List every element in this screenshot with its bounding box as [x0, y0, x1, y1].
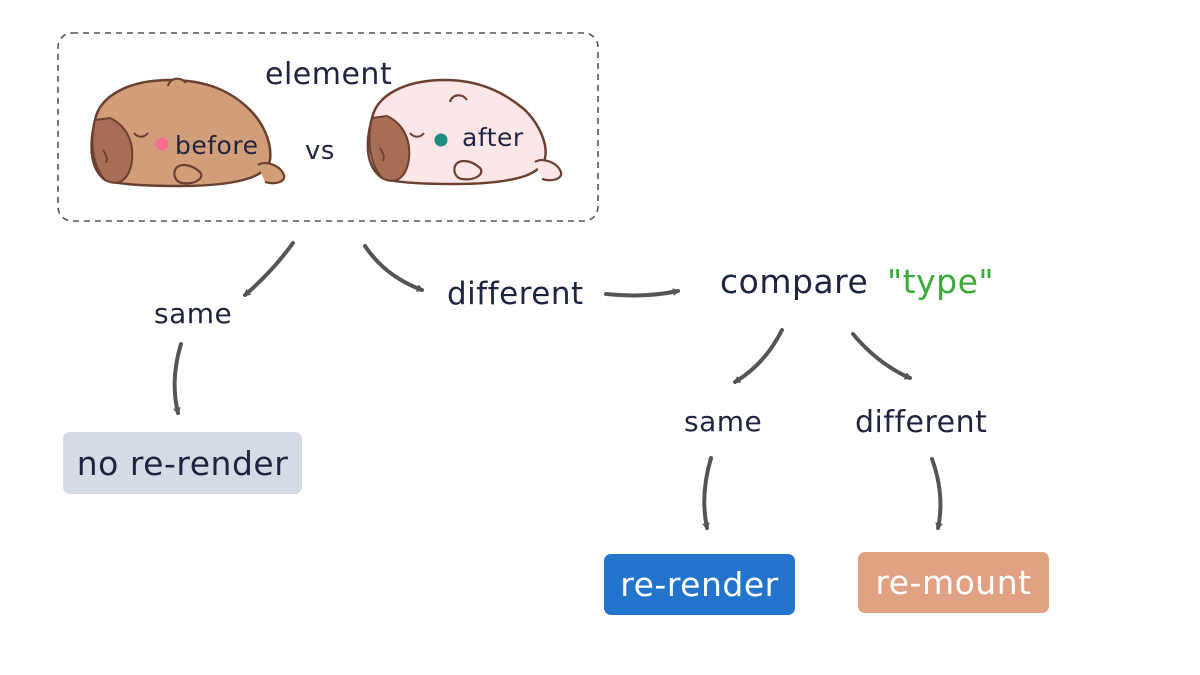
- compare-label: compare: [720, 262, 869, 301]
- right-different-label: different: [855, 405, 988, 440]
- element-title: element: [265, 57, 393, 92]
- arrow-different-to-compare: [604, 291, 680, 298]
- right-same-label: same: [684, 405, 763, 438]
- compare-keyword: "type": [887, 262, 995, 301]
- arrow-element-to-different: [363, 244, 424, 292]
- before-dot: [155, 137, 169, 151]
- arrow-element-to-same: [243, 241, 295, 297]
- vs-label: vs: [305, 136, 335, 166]
- after-label: after: [462, 123, 524, 152]
- rerender-box: re-render: [604, 554, 795, 615]
- arrow-same-to-no-rerender: [172, 342, 183, 415]
- arrow-same-to-rerender: [702, 456, 713, 530]
- before-label: before: [175, 131, 259, 160]
- after-dot: [434, 133, 448, 147]
- capybara-after-icon: [366, 78, 563, 186]
- arrow-different-to-remount: [930, 457, 940, 530]
- element-group-box: [57, 32, 599, 222]
- arrow-compare-to-different: [851, 332, 912, 380]
- no-rerender-box: no re-render: [63, 432, 302, 494]
- different-label: different: [447, 276, 584, 312]
- remount-box: re-mount: [858, 552, 1049, 613]
- capybara-before-icon: [90, 77, 286, 188]
- arrow-compare-to-same: [733, 328, 784, 384]
- left-same-label: same: [154, 297, 233, 330]
